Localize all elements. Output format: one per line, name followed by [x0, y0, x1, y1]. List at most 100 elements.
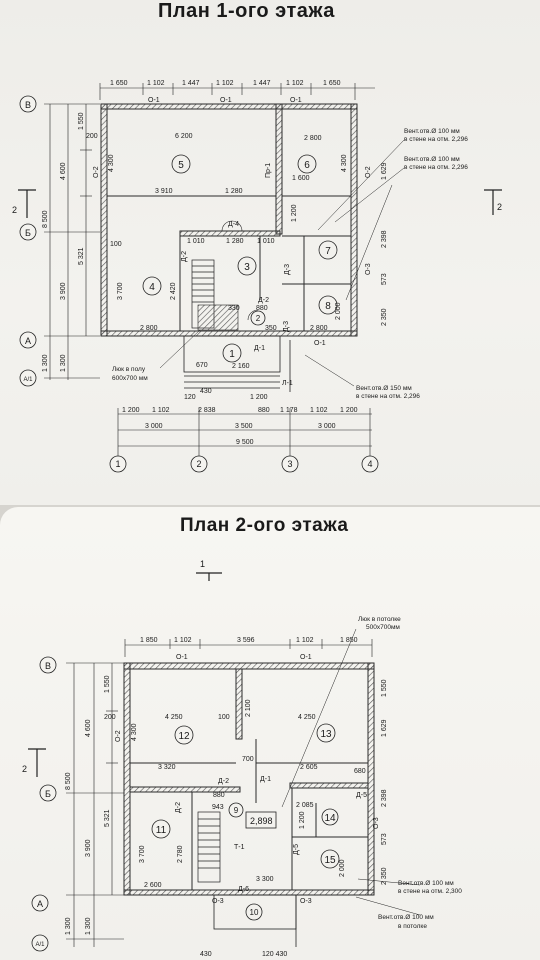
plan2-bottom-dims: 430 120 430 — [200, 951, 287, 958]
note-text: в стене на отм. 2,296 — [404, 164, 468, 171]
plan1-title: План 1-ого этажа — [158, 0, 335, 22]
plan1-top-dim-lines — [99, 83, 375, 100]
dim-text: 5 321 — [104, 809, 111, 827]
window-label: О-1 — [290, 97, 302, 104]
dim-text: 1 650 — [110, 80, 128, 87]
dim-text: 4 300 — [108, 154, 115, 172]
plan2-left-dims: 1 550 4 600 8 500 5 321 3 900 1 300 1 30… — [65, 675, 111, 935]
note-text: в стене на отм. 2,296 — [356, 393, 420, 400]
plan2-room-markers — [151, 723, 340, 921]
section-mark: 2 — [12, 205, 17, 215]
dim-text: 100 — [218, 714, 230, 721]
dim-text: 700 — [242, 756, 254, 763]
dim-text: 3 900 — [60, 282, 67, 300]
dim-text: 100 — [110, 241, 122, 248]
plan1-room-numbers: 5 6 3 4 7 8 1 2 — [149, 160, 331, 360]
note-text: Вент.отв.Ø 100 мм — [378, 914, 434, 921]
dim-text: 2 398 — [381, 230, 388, 248]
note-text: Вент.отв.Ø 100 мм — [398, 880, 454, 887]
plan1-axis-labels-h: В Б А А/1 — [23, 100, 33, 383]
plan1-axis-bubbles-v — [109, 455, 379, 473]
room-number: 15 — [324, 855, 336, 866]
dim-text: 1 102 — [174, 637, 192, 644]
plan2-axis-labels: В Б А А/1 — [35, 661, 51, 948]
dim-text: 1 102 — [216, 80, 234, 87]
window-label: О-3 — [212, 898, 224, 905]
dim-text: 1 178 — [280, 407, 298, 414]
dim-text: 680 — [354, 768, 366, 775]
dim-text: 4 250 — [165, 714, 183, 721]
axis-label: А/1 — [35, 942, 45, 948]
axis-label: 3 — [287, 459, 292, 469]
dim-text: 1 010 — [257, 238, 275, 245]
dim-text: 2 800 — [310, 325, 328, 332]
room-number: 4 — [149, 282, 155, 293]
dim-text: 2 350 — [381, 308, 388, 326]
dim-text: 3 596 — [237, 637, 255, 644]
dim-text: 2 398 — [381, 789, 388, 807]
dim-text: 330 — [228, 305, 240, 312]
dim-text: 2 160 — [232, 363, 250, 370]
room-number: 11 — [156, 825, 167, 836]
dim-text: 1 650 — [323, 80, 341, 87]
room-number: 3 — [244, 262, 250, 273]
plan1-top-dims: 1 650 1 102 1 447 1 102 1 447 1 102 1 65… — [110, 80, 341, 104]
dim-text: 1 200 — [299, 811, 306, 829]
dim-text: 573 — [381, 833, 388, 845]
plan2-top-dims: 1 850 1 102 3 596 1 102 1 850 О-1 О-1 — [140, 637, 358, 661]
section-mark: 2 — [497, 202, 502, 212]
room-number: 8 — [325, 301, 331, 312]
door-label: Д-5 — [356, 792, 367, 799]
door-label: Д-5 — [293, 844, 300, 855]
dim-text: 3 910 — [155, 188, 173, 195]
dim-text: 9 500 — [236, 439, 254, 446]
dim-text: 200 — [104, 714, 116, 721]
plan1-left-dims: 1 550 4 600 8 500 5 321 3 900 1 300 1 30… — [42, 112, 85, 372]
plan1-leaders — [159, 139, 405, 387]
plan2-left-dim-lines — [66, 662, 124, 947]
dim-text: 8 500 — [65, 772, 72, 790]
window-label: О-2 — [115, 730, 122, 742]
note-text: 600х700 мм — [112, 375, 148, 382]
dim-text: 2 350 — [381, 867, 388, 885]
section-mark: 1 — [200, 559, 205, 569]
plan2-section-mark-top — [196, 572, 222, 581]
dim-text: 670 — [196, 362, 208, 369]
dim-text: 1 102 — [152, 407, 170, 414]
dim-text: 2 780 — [177, 845, 184, 863]
door-label: Д-2 — [175, 802, 182, 813]
plan2-partitions — [130, 739, 368, 890]
axis-label: 1 — [115, 459, 120, 469]
door-label: Д-1 — [254, 345, 265, 352]
area-value: 2,898 — [250, 816, 273, 826]
door-label: Д-3 — [284, 264, 291, 275]
dim-text: 1 447 — [253, 80, 271, 87]
door-label: Д-1 — [260, 776, 271, 783]
dim-text: 1 550 — [381, 679, 388, 697]
dim-text: 1 200 — [291, 204, 298, 222]
dim-text: 3 900 — [85, 839, 92, 857]
room-number: 12 — [178, 731, 190, 742]
window-label: О-3 — [365, 263, 372, 275]
dim-text: 2 800 — [140, 325, 158, 332]
dim-text: 1 102 — [296, 637, 314, 644]
dim-text: 1 850 — [140, 637, 158, 644]
dim-text: 1 200 — [250, 394, 268, 401]
dim-text: 2 605 — [300, 764, 318, 771]
dim-text: 1 850 — [340, 637, 358, 644]
dim-text: 2 000 — [339, 859, 346, 877]
axis-label: В — [25, 100, 31, 110]
door-label: Д-3 — [283, 321, 290, 332]
dim-text: 943 — [212, 804, 224, 811]
door-label: Л-1 — [282, 380, 293, 387]
dim-text: 3 000 — [318, 423, 336, 430]
plan2-balcony — [213, 894, 297, 947]
dim-text: 3 700 — [139, 845, 146, 863]
window-label: О-3 — [373, 817, 380, 829]
window-label: О-1 — [148, 97, 160, 104]
axis-label: В — [45, 661, 51, 671]
door-label: Д-2 — [181, 251, 188, 262]
dim-text: 1 600 — [292, 175, 310, 182]
plan2-top-dim-lines — [124, 639, 373, 657]
dim-text: 4 250 — [298, 714, 316, 721]
